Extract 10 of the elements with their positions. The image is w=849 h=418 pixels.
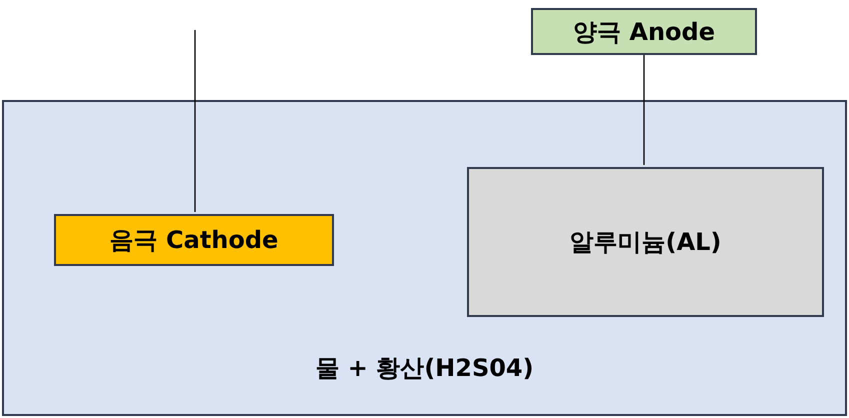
node-label: 알루미늄(AL) — [570, 227, 722, 258]
cathode-label-box — [54, 214, 334, 266]
leader-line — [194, 30, 196, 212]
node-label: 음극 Cathode — [110, 225, 278, 256]
anode-label-box — [531, 8, 757, 55]
node-label: 물 + 황산(H2S04) — [315, 353, 534, 384]
node-label: 양극 Anode — [573, 16, 715, 48]
electrolyte-tank — [2, 100, 847, 416]
aluminum-plate — [467, 167, 824, 317]
leader-line — [643, 55, 645, 165]
